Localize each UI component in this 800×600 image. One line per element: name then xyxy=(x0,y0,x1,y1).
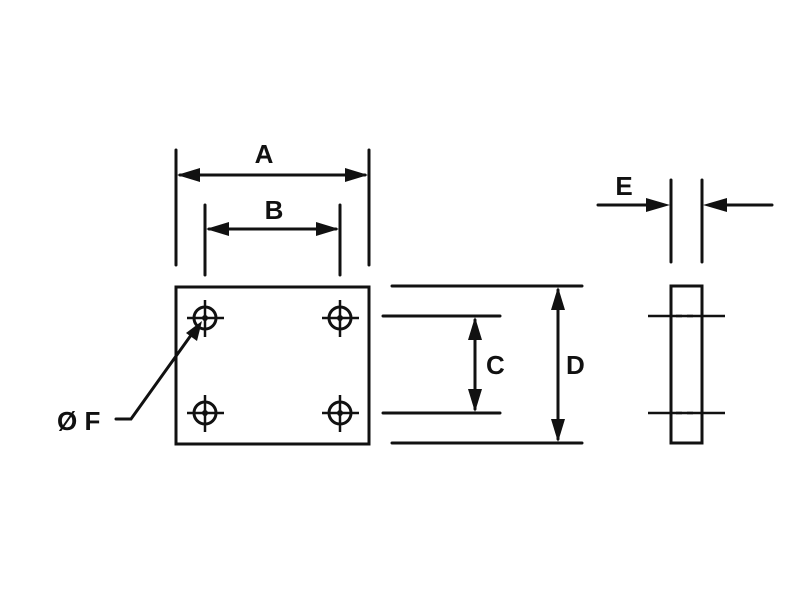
hole-top-left xyxy=(187,300,224,337)
hole-top-right xyxy=(322,300,359,337)
hole-bottom-left xyxy=(187,395,224,432)
label-e: E xyxy=(615,171,632,201)
dimension-a: A xyxy=(174,139,371,267)
side-view xyxy=(648,284,725,445)
dimension-c: C xyxy=(381,314,505,415)
label-d: D xyxy=(566,350,585,380)
front-view: A B Ø F xyxy=(57,139,371,446)
label-b: B xyxy=(265,195,284,225)
side-plate-outline xyxy=(669,284,704,445)
label-c: C xyxy=(486,350,505,380)
dimension-f: Ø F xyxy=(57,321,202,436)
plate-outline xyxy=(174,285,371,446)
label-a: A xyxy=(255,139,274,169)
dimension-b: B xyxy=(203,195,342,277)
dimension-e: E xyxy=(596,171,774,264)
dimension-d: D xyxy=(390,284,585,445)
label-f: Ø F xyxy=(57,406,100,436)
hole-bottom-right xyxy=(322,395,359,432)
